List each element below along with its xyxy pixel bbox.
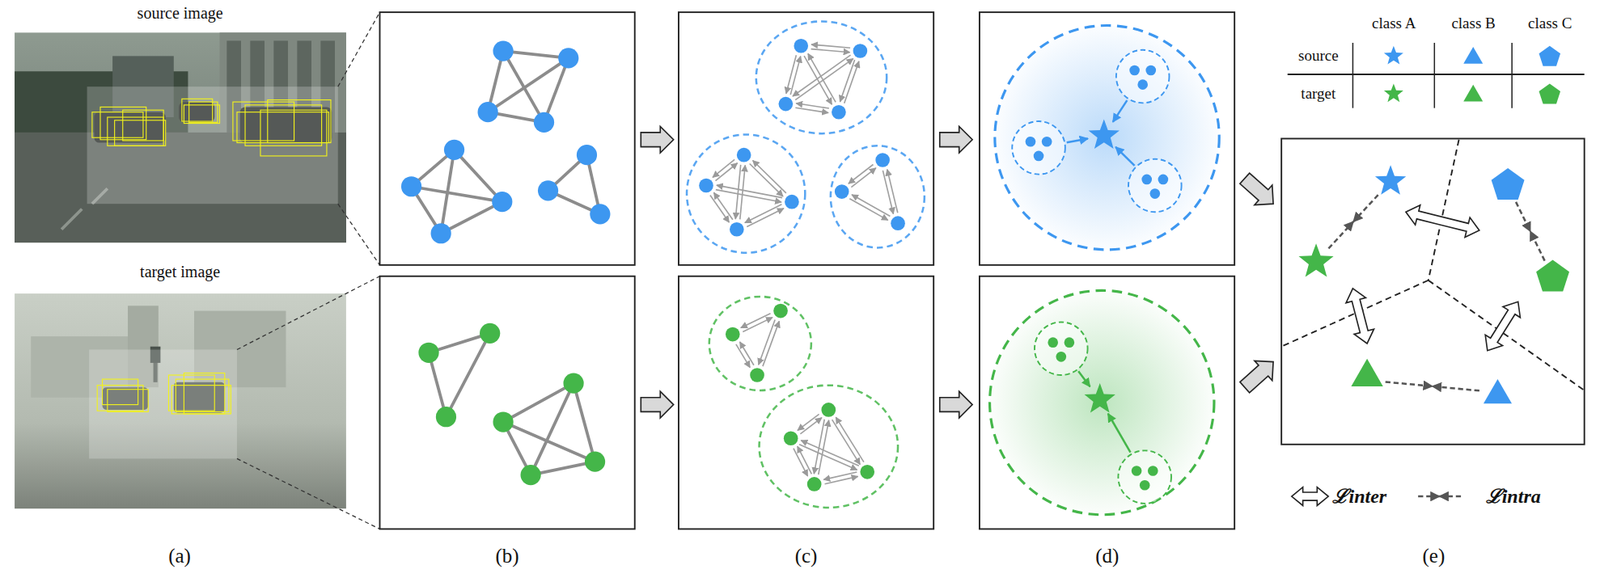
figure-label: class A bbox=[1371, 15, 1416, 33]
figure-label: class C bbox=[1528, 15, 1572, 33]
prototype-region bbox=[990, 290, 1215, 515]
figure-label: (c) bbox=[795, 545, 818, 568]
target-photo bbox=[14, 293, 347, 509]
zoom-leader bbox=[237, 12, 381, 530]
feature-graph bbox=[401, 40, 610, 244]
legend-text: ℒinter bbox=[1332, 486, 1387, 508]
node-cluster bbox=[686, 21, 925, 253]
alignment-space bbox=[1281, 139, 1585, 405]
figure-label: (a) bbox=[168, 545, 191, 568]
flow-arrow bbox=[640, 126, 1283, 419]
image-panel: target image bbox=[14, 262, 347, 509]
panel-heading: source image bbox=[14, 4, 347, 22]
node-cluster bbox=[709, 296, 898, 508]
figure-label: class B bbox=[1451, 15, 1495, 33]
source-photo bbox=[14, 32, 347, 243]
figure-label: target bbox=[1300, 85, 1336, 103]
feature-graph bbox=[418, 323, 606, 486]
figure-label: source bbox=[1298, 47, 1339, 65]
panel-heading: target image bbox=[14, 262, 347, 281]
figure-label: (b) bbox=[495, 545, 519, 568]
figure-label: (e) bbox=[1422, 545, 1446, 568]
legend-table bbox=[1287, 42, 1585, 109]
panel-frames bbox=[379, 12, 1584, 530]
legend-text: ℒintra bbox=[1485, 486, 1541, 508]
prototype-region bbox=[994, 25, 1220, 250]
figure-label: (d) bbox=[1095, 545, 1119, 568]
image-panel: source image bbox=[14, 4, 347, 243]
